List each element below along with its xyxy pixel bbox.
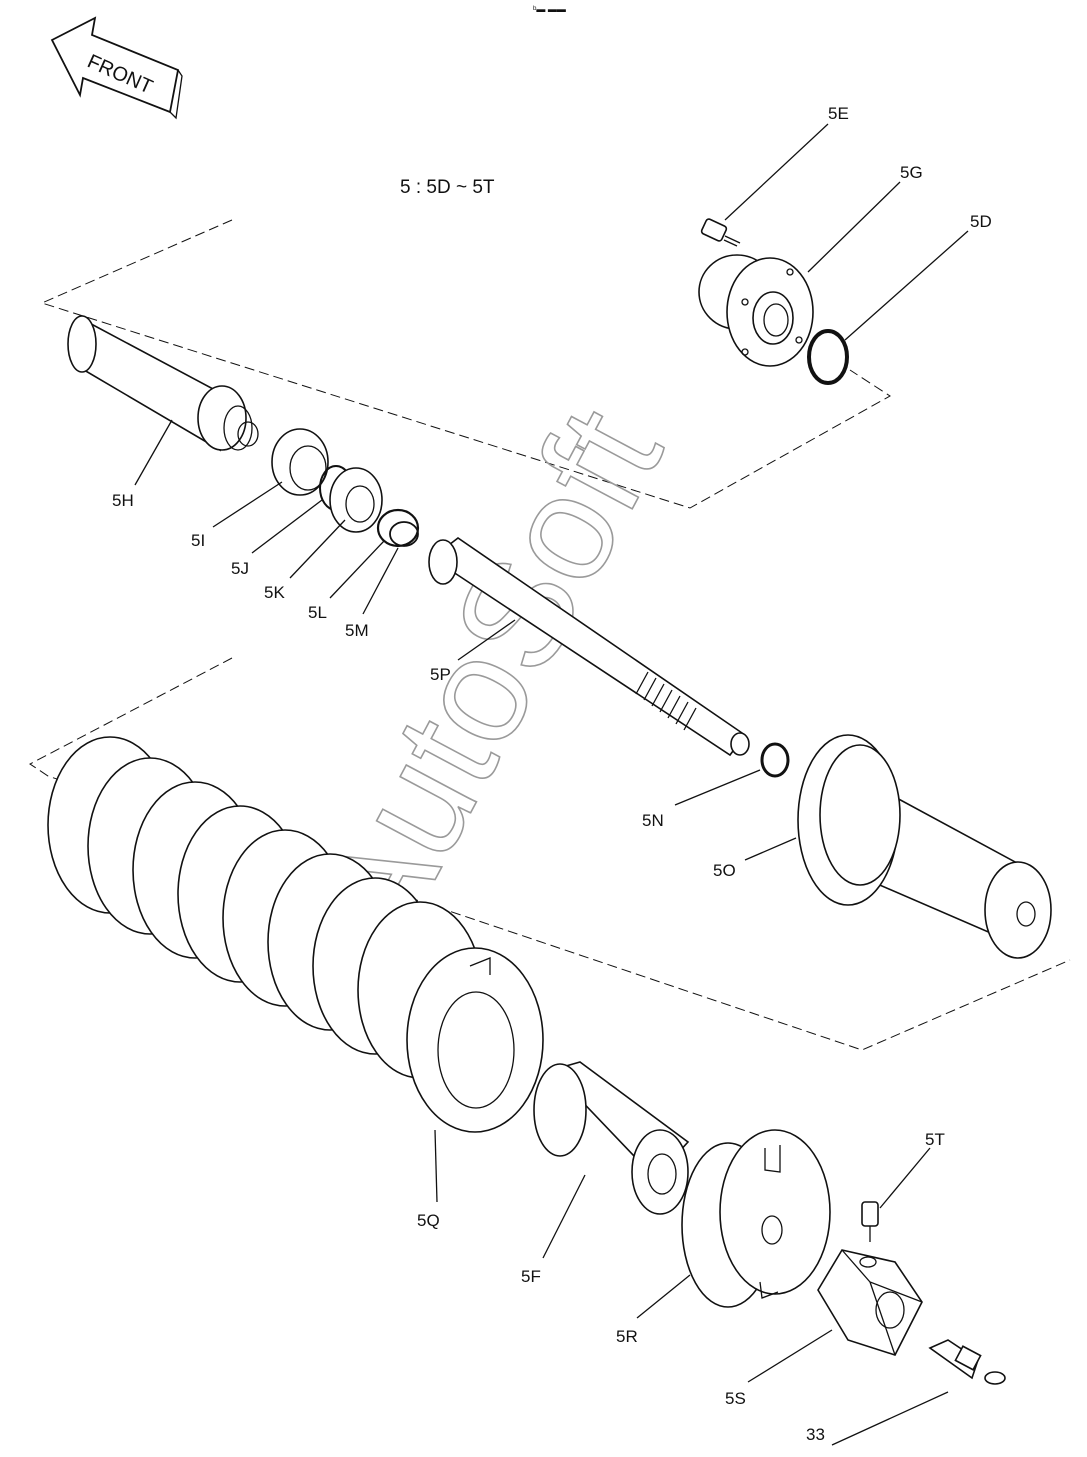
part-label-5t: 5T — [925, 1130, 945, 1149]
washer-5k — [329, 467, 383, 533]
part-label-5o: 5O — [713, 861, 736, 880]
leader-lines — [134, 123, 969, 1446]
ring-5m — [389, 521, 419, 547]
tube-5f — [533, 1061, 690, 1215]
part-label-5p: 5P — [430, 665, 451, 684]
header-code: ᵇ▬ ▬▬ — [533, 4, 566, 14]
snap-ring-5d — [807, 329, 849, 385]
part-label-5e: 5E — [828, 104, 849, 123]
spring-ring-5l — [376, 508, 420, 548]
part-label-33: 33 — [806, 1425, 825, 1444]
part-label-5h: 5H — [112, 491, 134, 510]
part-label-5n: 5N — [642, 811, 664, 830]
part-label-5q: 5Q — [417, 1211, 440, 1230]
o-ring-5n — [760, 742, 790, 778]
grease-nipple-5t — [861, 1201, 879, 1242]
front-label: FRONT — [84, 50, 156, 98]
part-label-5j: 5J — [231, 559, 249, 578]
bolt-5e — [700, 218, 741, 247]
part-label-5f: 5F — [521, 1267, 541, 1286]
front-arrow-icon: FRONT — [50, 16, 183, 120]
cylinder-5h — [67, 315, 259, 452]
part-label-5i: 5I — [191, 531, 205, 550]
part-labels: 5E 5G 5D 5H 5I 5J 5K 5L 5M 5P 5N 5O 5Q 5… — [112, 104, 992, 1444]
plate-5r — [681, 1129, 831, 1308]
part-label-5d: 5D — [970, 212, 992, 231]
part-label-5s: 5S — [725, 1389, 746, 1408]
part-label-5g: 5G — [900, 163, 923, 182]
cylinder-5o — [797, 734, 1052, 959]
lower-assembly-outline — [29, 657, 1071, 1051]
valve-33 — [928, 1339, 1006, 1385]
upper-assembly-outline — [40, 219, 891, 509]
rod-5p — [428, 537, 750, 757]
part-label-5k: 5K — [264, 583, 285, 602]
flange-5g — [698, 254, 814, 367]
part-label-5m: 5M — [345, 621, 369, 640]
part-label-5r: 5R — [616, 1327, 638, 1346]
part-label-5l: 5L — [308, 603, 327, 622]
collar-5i — [271, 428, 329, 496]
block-5s — [817, 1249, 923, 1356]
spring-5q — [47, 736, 544, 1133]
group-title: 5 : 5D ~ 5T — [400, 177, 495, 198]
